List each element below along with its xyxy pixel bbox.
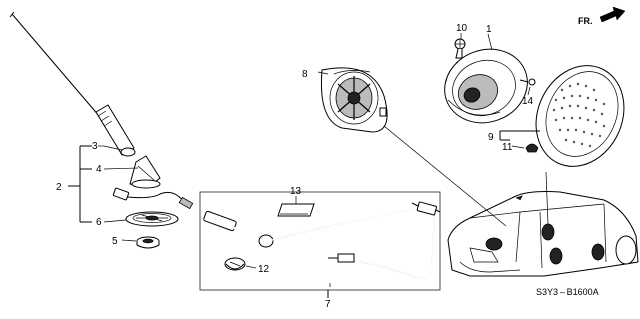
front-direction-label: FR.: [578, 16, 593, 26]
callout-3: 3: [92, 141, 98, 152]
callout-2: 2: [56, 182, 62, 193]
antenna-base: [129, 155, 161, 189]
grille-clip: [525, 143, 539, 153]
double-sided-pad: [277, 196, 315, 217]
front-arrow-icon: [599, 6, 626, 23]
front-direction-indicator: FR.: [578, 6, 626, 26]
callout-14: 14: [522, 96, 534, 107]
callout-5: 5: [112, 236, 118, 247]
antenna-grommet: [136, 236, 160, 249]
callout-11: 11: [502, 142, 513, 153]
vehicle-outline: [447, 191, 639, 277]
grille-bracket: [499, 130, 540, 149]
feeder-cable-frame: [199, 191, 441, 298]
rear-speaker: [320, 67, 388, 133]
callout-4: 4: [96, 164, 102, 175]
speaker-grille: [535, 65, 625, 167]
location-leaders: [383, 125, 549, 227]
antenna-mast: [9, 11, 136, 157]
antenna-lead: [112, 187, 194, 210]
diagram-code: S3Y3 – B1600A: [536, 287, 599, 297]
callout-9: 9: [488, 132, 494, 143]
grille-screw: [519, 78, 536, 96]
speaker-screw: [454, 33, 466, 59]
feeder-cable: [203, 201, 441, 279]
callout-7: 7: [325, 299, 331, 310]
callout-12: 12: [258, 264, 270, 275]
callout-13: 13: [290, 186, 302, 197]
cable-clip: [224, 257, 257, 271]
antenna-gasket: [125, 211, 179, 227]
antenna-assembly-bracket: [68, 145, 139, 242]
callout-1: 1: [486, 24, 492, 35]
callout-6: 6: [96, 217, 102, 228]
callout-leaders: [98, 33, 493, 287]
callout-10: 10: [456, 23, 468, 34]
callout-8: 8: [302, 69, 308, 80]
door-speaker: [444, 48, 528, 124]
